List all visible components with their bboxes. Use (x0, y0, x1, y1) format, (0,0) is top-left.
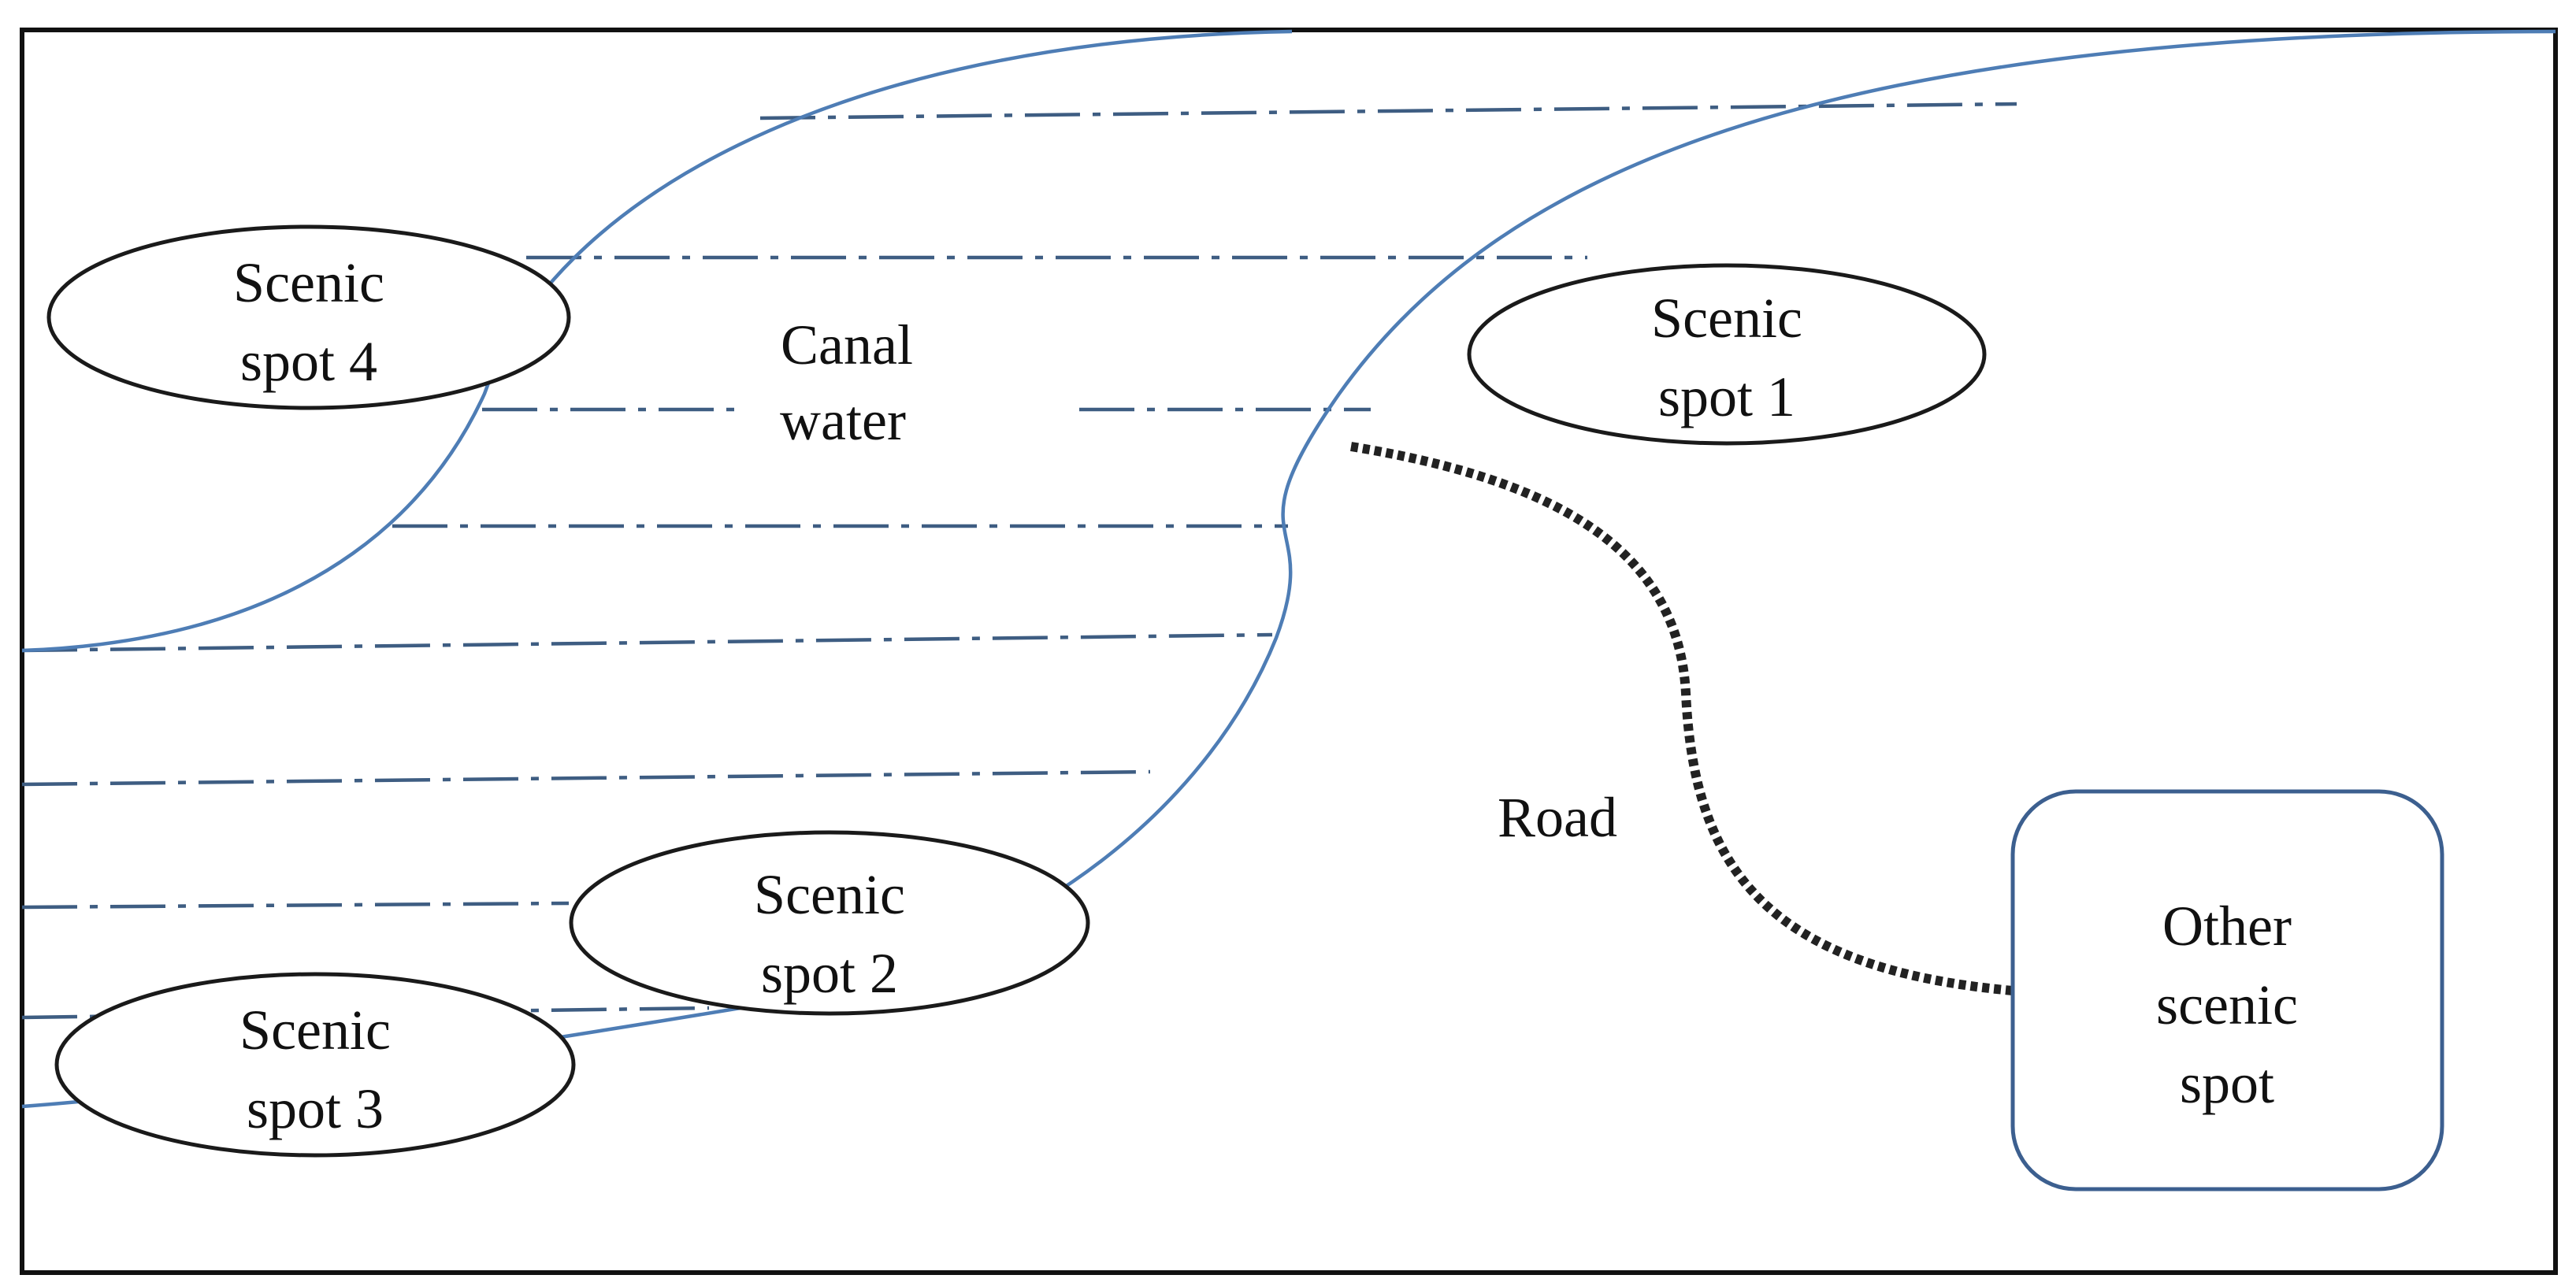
scenic-spot-2-label-line1: Scenic (754, 863, 905, 926)
scenic-spot-3-label-line1: Scenic (239, 999, 391, 1062)
scenic-spot-4-label-line1: Scenic (233, 251, 384, 314)
scenic-spot-1: Scenic spot 1 (1467, 263, 1987, 446)
road-label: Road (1498, 786, 1617, 849)
scenic-spot-1-label-line2: spot 1 (1658, 365, 1795, 428)
water-line-5 (21, 632, 1273, 653)
other-scenic-spot: Other scenic spot (2010, 789, 2444, 1191)
other-scenic-spot-label-line1: Other (2162, 895, 2292, 958)
water-line-6 (21, 769, 1151, 787)
scenic-spot-3-shape (54, 972, 576, 1158)
scenic-spot-1-shape (1467, 263, 1987, 446)
scenic-spot-4: Scenic spot 4 (46, 224, 571, 410)
scenic-spot-2-shape (569, 830, 1090, 1016)
road-path (1350, 442, 2014, 995)
scenic-spot-3-label-line2: spot 3 (247, 1077, 384, 1140)
canal-water-label-line1: Canal (781, 313, 913, 376)
canal-water-lines (21, 102, 2017, 1020)
scenic-spot-2: Scenic spot 2 (569, 830, 1090, 1016)
other-scenic-spot-label-line3: spot (2180, 1052, 2274, 1115)
scenic-spot-2-label-line2: spot 2 (761, 942, 898, 1005)
other-scenic-spot-shape (2010, 789, 2444, 1191)
canal-water-label: Canal water (780, 313, 913, 452)
canal-water-label-line2: water (780, 389, 906, 452)
scenic-spot-1-label-line1: Scenic (1651, 287, 1802, 350)
scenic-spot-4-label-line2: spot 4 (240, 330, 377, 393)
scenic-spot-4-shape (46, 224, 571, 410)
water-line-1 (759, 102, 2017, 120)
water-line-7 (21, 901, 570, 910)
scenic-spot-3: Scenic spot 3 (54, 972, 576, 1158)
other-scenic-spot-label-line2: scenic (2156, 973, 2298, 1036)
